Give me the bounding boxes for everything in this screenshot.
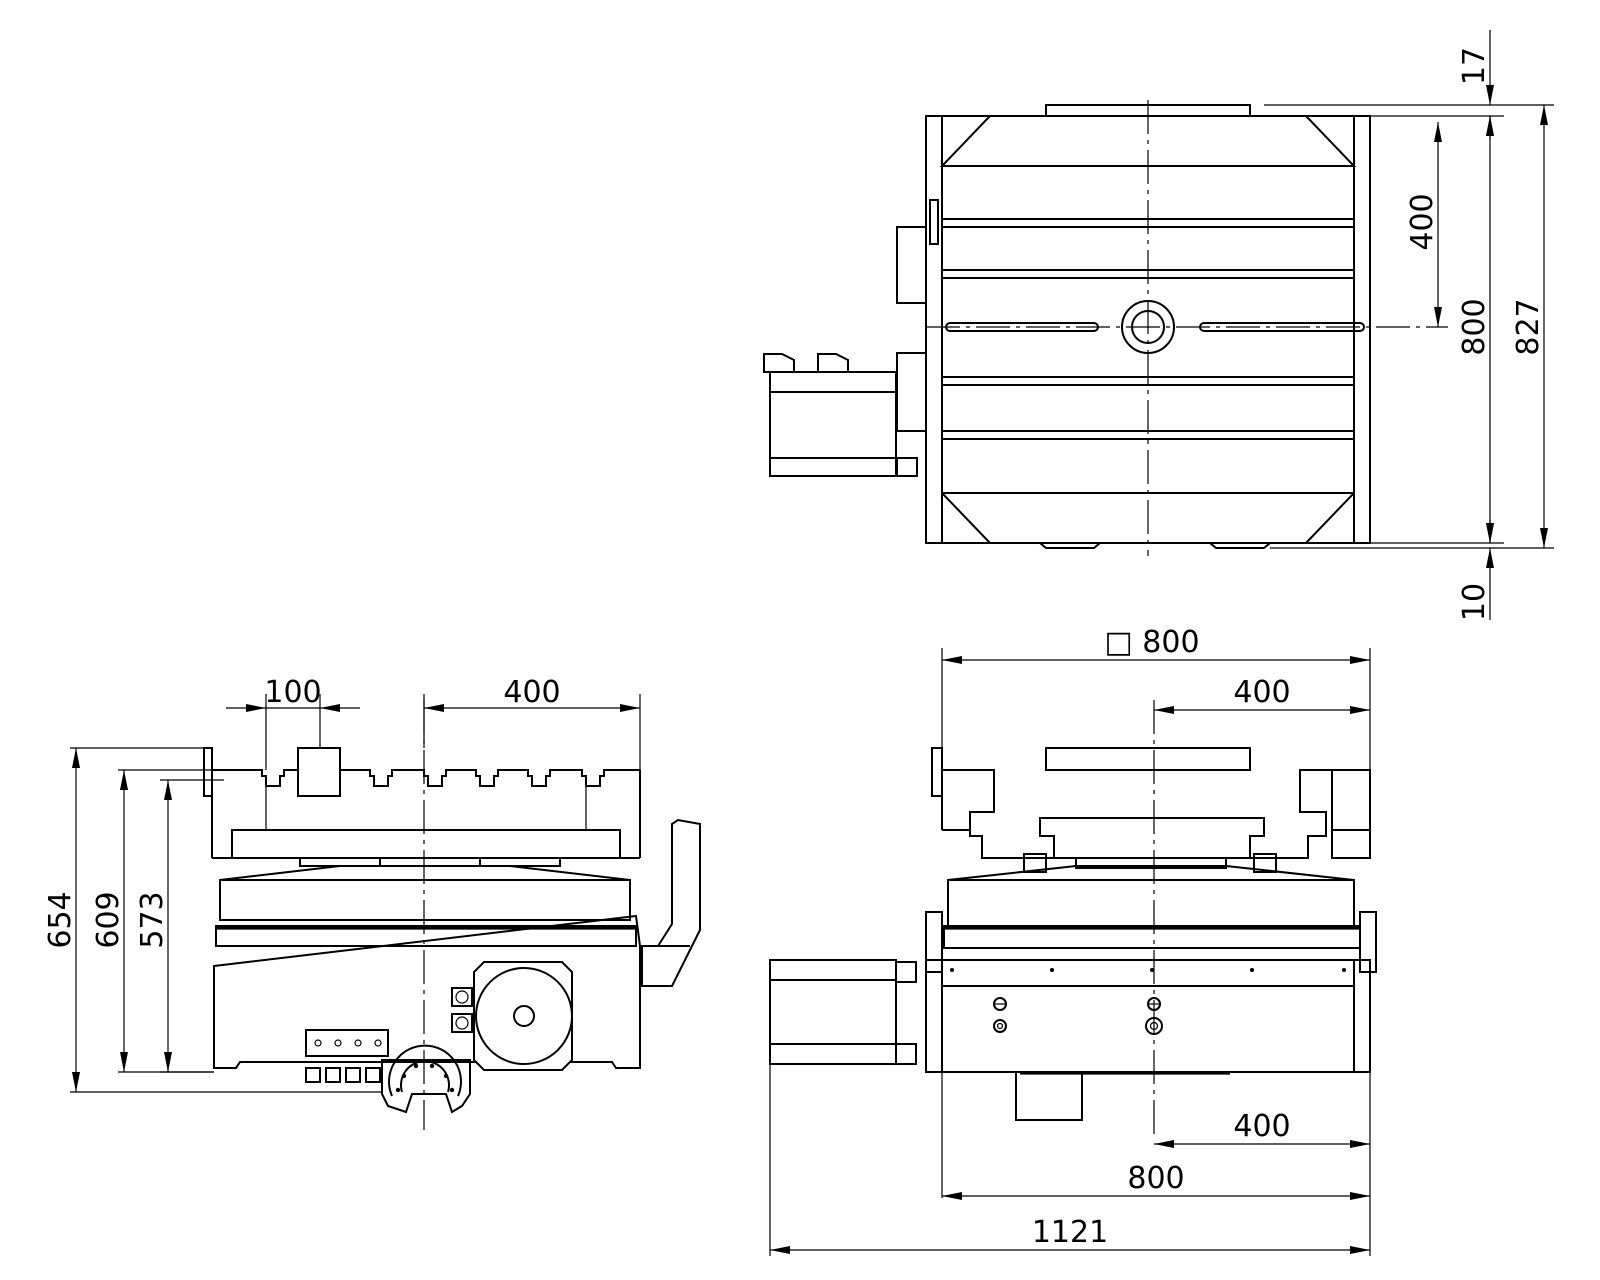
- dim-400-side: 400: [503, 675, 560, 710]
- front-view: □ 800 400 400 800 1121: [769, 625, 1377, 1256]
- dim-17: 17: [1457, 47, 1492, 85]
- dim-800-top: 800: [1457, 298, 1492, 355]
- top-view: 17 400 800 827 10: [763, 30, 1554, 621]
- dim-square-800: □ 800: [1104, 625, 1199, 660]
- dim-400-front-top: 400: [1233, 675, 1290, 710]
- dim-400-top: 400: [1405, 193, 1440, 250]
- dim-609: 609: [91, 891, 126, 948]
- dim-400-front-bottom: 400: [1233, 1109, 1290, 1144]
- dim-654: 654: [43, 891, 78, 948]
- front-base: [925, 959, 1371, 1073]
- motor-housing: [769, 371, 897, 477]
- front-motor: [769, 959, 897, 1065]
- dim-1121: 1121: [1032, 1215, 1108, 1250]
- dim-827: 827: [1511, 298, 1546, 355]
- clamp-block: [297, 747, 341, 797]
- dim-100: 100: [264, 675, 321, 710]
- dim-10: 10: [1457, 583, 1492, 621]
- dim-800-front: 800: [1127, 1161, 1184, 1196]
- side-view: 100 400 654 609 573: [43, 675, 701, 1130]
- dim-573: 573: [135, 891, 170, 948]
- motor-flange: [473, 961, 573, 1071]
